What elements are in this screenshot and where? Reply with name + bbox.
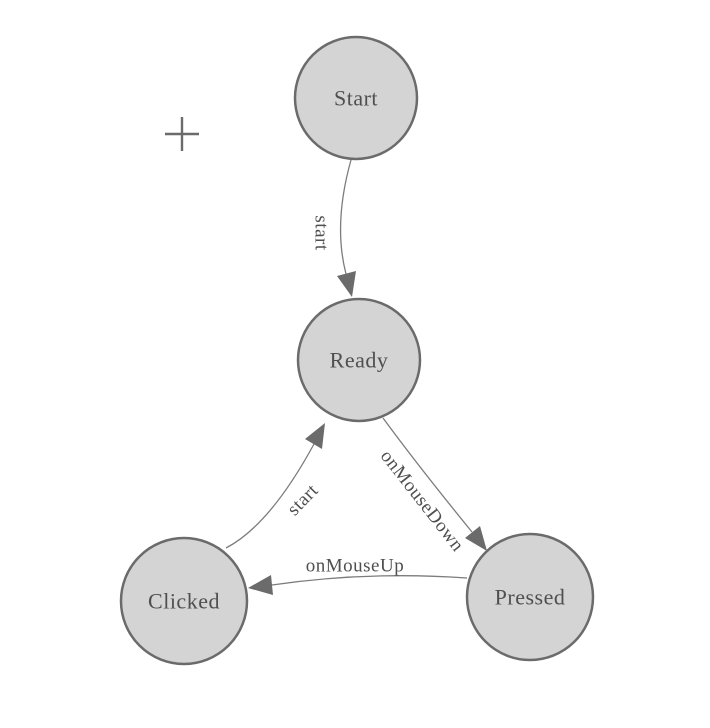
- arrowhead-icon: [337, 271, 356, 297]
- arrowhead-icon: [248, 575, 273, 595]
- edge-path: [339, 159, 352, 275]
- edge-label: onMouseUp: [306, 556, 404, 577]
- state-circle: [296, 297, 422, 423]
- edge-clicked-to-ready[interactable]: start: [225, 423, 325, 549]
- edge-ready-to-pressed[interactable]: onMouseDown: [376, 417, 487, 556]
- edge-pressed-to-clicked[interactable]: onMouseUp: [248, 556, 468, 596]
- state-circle: [465, 532, 595, 662]
- edge-label: start: [311, 215, 332, 250]
- edge-label: onMouseDown: [376, 446, 468, 556]
- add-state-button[interactable]: [165, 117, 199, 151]
- arrowhead-icon: [465, 526, 487, 551]
- state-label: Start: [334, 86, 378, 111]
- state-label: Pressed: [495, 585, 566, 610]
- state-circle: [119, 536, 249, 666]
- state-label: Ready: [330, 348, 389, 373]
- edge-start-to-ready[interactable]: start: [311, 159, 357, 297]
- node-clicked[interactable]: Clicked: [119, 536, 249, 666]
- plus-icon: [165, 117, 199, 151]
- edge-path: [271, 575, 468, 586]
- state-label: Clicked: [148, 589, 220, 614]
- edge-path: [382, 417, 473, 533]
- node-ready[interactable]: Ready: [296, 297, 422, 423]
- arrowhead-icon: [305, 423, 325, 449]
- node-pressed[interactable]: Pressed: [465, 532, 595, 662]
- node-start[interactable]: Start: [293, 35, 419, 161]
- edge-path: [225, 443, 315, 549]
- state-circle: [293, 35, 419, 161]
